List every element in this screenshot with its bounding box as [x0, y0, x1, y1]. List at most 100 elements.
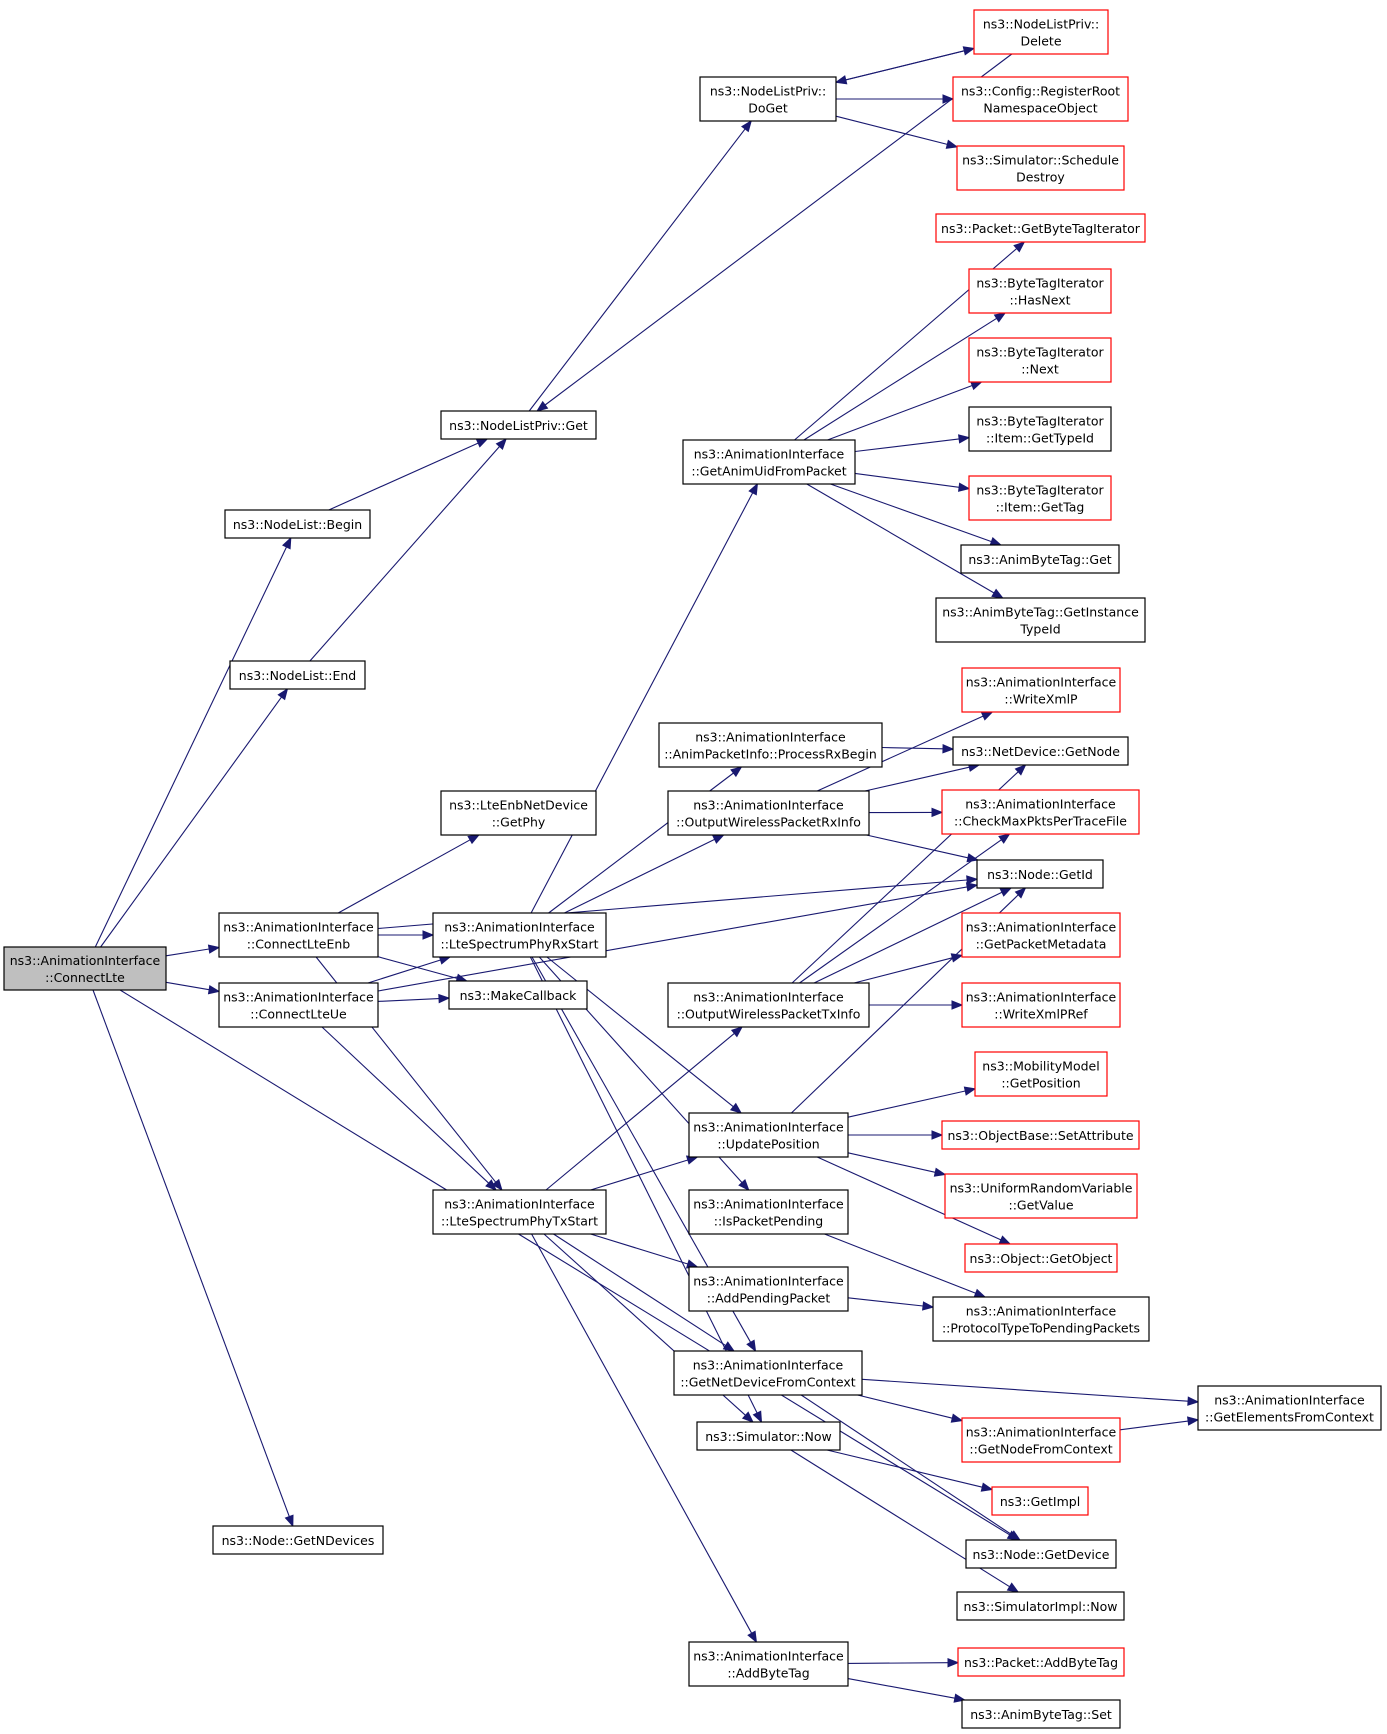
- function-node-get-pkt-meta[interactable]: ns3::AnimationInterface::GetPacketMetada…: [961, 912, 1121, 958]
- call-edge-get-anim-uid-to-abt-get-inst-type-id: [806, 483, 1004, 599]
- function-node-lte-enb-get-phy[interactable]: ns3::LteEnbNetDevice::GetPhy: [440, 790, 597, 836]
- call-edge-update-pos-to-obj-get-object: [816, 1156, 1012, 1245]
- call-edge-lte-rx-start-to-get-anim-uid: [530, 482, 759, 914]
- node-box: [229, 660, 366, 690]
- function-node-lte-tx-start[interactable]: ns3::AnimationInterface::LteSpectrumPhyT…: [432, 1189, 607, 1235]
- call-edge-get-nd-from-ctx-to-get-elem-from-ctx: [861, 1378, 1200, 1406]
- function-node-get-node-from-ctx[interactable]: ns3::AnimationInterface::GetNodeFromCont…: [961, 1417, 1121, 1463]
- function-node-proto-to-pending[interactable]: ns3::AnimationInterface::ProtocolTypeToP…: [932, 1296, 1150, 1342]
- node-box: [961, 1699, 1121, 1729]
- node-box: [688, 1641, 849, 1687]
- node-label-line: ::GetNetDeviceFromContext: [680, 1374, 855, 1389]
- node-label-line: ns3::AnimationInterface: [223, 919, 374, 934]
- call-edge-lte-tx-start-to-get-nd-from-ctx: [553, 1233, 736, 1352]
- call-edge-get-anim-uid-to-bti-has-next: [803, 312, 1007, 441]
- call-edge-sim-now-to-sim-impl-now: [790, 1449, 1020, 1593]
- function-node-lte-rx-start[interactable]: ns3::AnimationInterface::LteSpectrumPhyR…: [432, 912, 607, 958]
- function-node-connect-lte[interactable]: ns3::AnimationInterface::ConnectLte: [3, 946, 167, 991]
- node-label-line: ns3::AnimationInterface: [693, 797, 844, 812]
- node-label-line: ::GetPacketMetadata: [976, 936, 1107, 951]
- function-node-get-elem-from-ctx[interactable]: ns3::AnimationInterface::GetElementsFrom…: [1197, 1385, 1382, 1431]
- call-edge-connect-lte-enb-to-lte-enb-get-phy: [337, 834, 480, 914]
- function-node-nlp-get[interactable]: ns3::NodeListPriv::Get: [440, 410, 597, 440]
- function-node-make-callback[interactable]: ns3::MakeCallback: [448, 980, 588, 1010]
- function-node-pkt-get-byte-tag-it[interactable]: ns3::Packet::GetByteTagIterator: [935, 213, 1146, 243]
- call-edge-nlp-do-get-to-cfg-register: [836, 94, 955, 104]
- function-node-mm-get-pos[interactable]: ns3::MobilityModel::GetPosition: [974, 1051, 1108, 1097]
- node-label-line: ns3::AnimationInterface: [966, 674, 1117, 689]
- function-node-nd-get-node[interactable]: ns3::NetDevice::GetNode: [952, 736, 1129, 766]
- node-box: [218, 982, 379, 1028]
- call-edge-lte-rx-start-to-out-rx-info: [564, 834, 725, 914]
- node-layer: ns3::AnimationInterface::ConnectLtens3::…: [3, 9, 1382, 1729]
- node-label-line: ns3::LteEnbNetDevice: [449, 797, 588, 812]
- call-edge-sim-now-to-get-impl: [826, 1449, 994, 1492]
- function-node-check-max-pkts[interactable]: ns3::AnimationInterface::CheckMaxPktsPer…: [941, 789, 1140, 835]
- function-node-node-get-id[interactable]: ns3::Node::GetId: [976, 859, 1104, 889]
- function-node-bti-has-next[interactable]: ns3::ByteTagIterator::HasNext: [968, 268, 1112, 314]
- function-node-write-xml-pref[interactable]: ns3::AnimationInterface::WriteXmlPRef: [961, 982, 1121, 1028]
- call-edge-update-pos-to-urv-get-value: [847, 1152, 947, 1177]
- node-label-line: ns3::AnimByteTag::Set: [970, 1707, 1112, 1722]
- node-label-line: ::OutputWirelessPacketTxInfo: [677, 1006, 861, 1021]
- function-node-is-pkt-pending[interactable]: ns3::AnimationInterface::IsPacketPending: [688, 1189, 849, 1235]
- node-label-line: ns3::AnimationInterface: [693, 989, 844, 1004]
- function-node-node-get-device[interactable]: ns3::Node::GetDevice: [965, 1539, 1117, 1569]
- function-node-process-rx-begin[interactable]: ns3::AnimationInterface::AnimPacketInfo:…: [658, 722, 883, 768]
- node-box: [952, 76, 1129, 122]
- call-edge-get-nd-from-ctx-to-node-get-device: [800, 1394, 1022, 1541]
- call-edge-out-tx-info-to-get-pkt-meta: [853, 953, 964, 984]
- call-edge-add-pending-to-proto-to-pending: [847, 1297, 935, 1311]
- call-edge-nlp-delete-to-nlp-get: [536, 53, 1013, 412]
- call-edge-nlp-do-get-to-sim-sched-destroy: [835, 115, 959, 149]
- function-node-bti-item-get-tag[interactable]: ns3::ByteTagIterator::Item::GetTag: [968, 475, 1112, 521]
- function-node-pkt-add-byte-tag[interactable]: ns3::Packet::AddByteTag: [957, 1647, 1125, 1677]
- function-node-node-get-ndevices[interactable]: ns3::Node::GetNDevices: [212, 1525, 384, 1555]
- call-edge-nl-end-to-nlp-get: [309, 437, 507, 662]
- node-label-line: ns3::AnimByteTag::Get: [968, 552, 1111, 567]
- function-node-urv-get-value[interactable]: ns3::UniformRandomVariable::GetValue: [944, 1173, 1138, 1219]
- function-node-abt-set[interactable]: ns3::AnimByteTag::Set: [961, 1699, 1121, 1729]
- function-node-nl-begin[interactable]: ns3::NodeList::Begin: [224, 509, 371, 539]
- node-box: [956, 145, 1125, 191]
- node-label-line: ns3::AnimationInterface: [693, 1273, 844, 1288]
- function-node-write-xml-p[interactable]: ns3::AnimationInterface::WriteXmlP: [961, 667, 1121, 713]
- node-label-line: ns3::NodeList::Begin: [233, 517, 362, 532]
- node-box: [682, 439, 856, 485]
- function-node-nlp-delete[interactable]: ns3::NodeListPriv::Delete: [973, 9, 1109, 55]
- function-node-connect-lte-ue[interactable]: ns3::AnimationInterface::ConnectLteUe: [218, 982, 379, 1028]
- node-label-line: NamespaceObject: [983, 100, 1097, 115]
- call-edge-connect-lte-ue-to-lte-tx-start: [321, 1026, 497, 1191]
- node-label-line: ns3::Config::RegisterRoot: [961, 83, 1120, 98]
- node-box: [935, 213, 1146, 243]
- function-node-abt-get[interactable]: ns3::AnimByteTag::Get: [960, 544, 1120, 574]
- call-edge-update-pos-to-mm-get-pos: [847, 1086, 977, 1118]
- function-node-bti-item-get-type-id[interactable]: ns3::ByteTagIterator::Item::GetTypeId: [968, 406, 1112, 452]
- node-label-line: ns3::NodeListPriv::: [983, 16, 1099, 31]
- function-node-obj-get-object[interactable]: ns3::Object::GetObject: [964, 1243, 1118, 1273]
- function-node-update-pos[interactable]: ns3::AnimationInterface::UpdatePosition: [688, 1112, 849, 1158]
- function-node-sim-impl-now[interactable]: ns3::SimulatorImpl::Now: [956, 1591, 1125, 1621]
- function-node-get-anim-uid[interactable]: ns3::AnimationInterface::GetAnimUidFromP…: [682, 439, 856, 485]
- node-box: [952, 736, 1129, 766]
- node-label-line: ns3::AnimationInterface: [694, 446, 845, 461]
- function-node-sim-now[interactable]: ns3::Simulator::Now: [696, 1421, 841, 1451]
- function-node-nlp-do-get[interactable]: ns3::NodeListPriv::DoGet: [699, 76, 837, 122]
- node-label-line: ::GetValue: [1008, 1197, 1073, 1212]
- function-node-bti-next[interactable]: ns3::ByteTagIterator::Next: [968, 337, 1112, 383]
- function-node-get-impl[interactable]: ns3::GetImpl: [991, 1486, 1089, 1516]
- node-label-line: ::AnimPacketInfo::ProcessRxBegin: [664, 746, 877, 761]
- node-label-line: ns3::AnimationInterface: [444, 919, 595, 934]
- function-node-out-rx-info[interactable]: ns3::AnimationInterface::OutputWirelessP…: [667, 790, 870, 836]
- function-node-nl-end[interactable]: ns3::NodeList::End: [229, 660, 366, 690]
- function-node-add-pending[interactable]: ns3::AnimationInterface::AddPendingPacke…: [688, 1266, 849, 1312]
- function-node-ob-set-attr[interactable]: ns3::ObjectBase::SetAttribute: [941, 1120, 1140, 1150]
- function-node-connect-lte-enb[interactable]: ns3::AnimationInterface::ConnectLteEnb: [218, 912, 379, 958]
- function-node-get-nd-from-ctx[interactable]: ns3::AnimationInterface::GetNetDeviceFro…: [673, 1350, 863, 1396]
- function-node-out-tx-info[interactable]: ns3::AnimationInterface::OutputWirelessP…: [667, 982, 870, 1028]
- node-label-line: ns3::AnimationInterface: [966, 1424, 1117, 1439]
- function-node-add-byte-tag[interactable]: ns3::AnimationInterface::AddByteTag: [688, 1641, 849, 1687]
